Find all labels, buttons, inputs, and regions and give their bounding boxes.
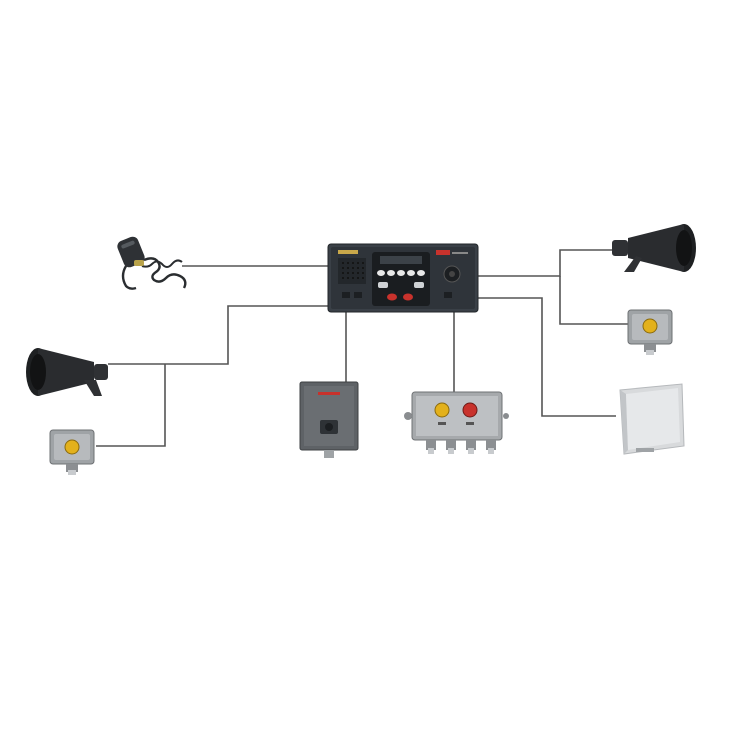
wire-button-right [559, 276, 628, 325]
yellow-push-button-box-icon [626, 308, 674, 356]
horn-loudspeaker-icon [608, 220, 698, 278]
wall-speaker-icon [612, 383, 688, 456]
horn-loudspeaker-icon [24, 344, 112, 402]
wire-button-left [96, 364, 166, 447]
wall-mounted-box-icon [298, 380, 360, 462]
wire-horn-left [108, 305, 330, 365]
yellow-push-button-box-icon [48, 428, 96, 476]
wire-horn-right [476, 249, 620, 277]
pa-controller-unit-icon [327, 243, 479, 313]
wire-wall-speaker [476, 297, 616, 417]
junction-box-with-buttons-icon [404, 388, 509, 458]
handheld-microphone-icon [112, 230, 192, 294]
